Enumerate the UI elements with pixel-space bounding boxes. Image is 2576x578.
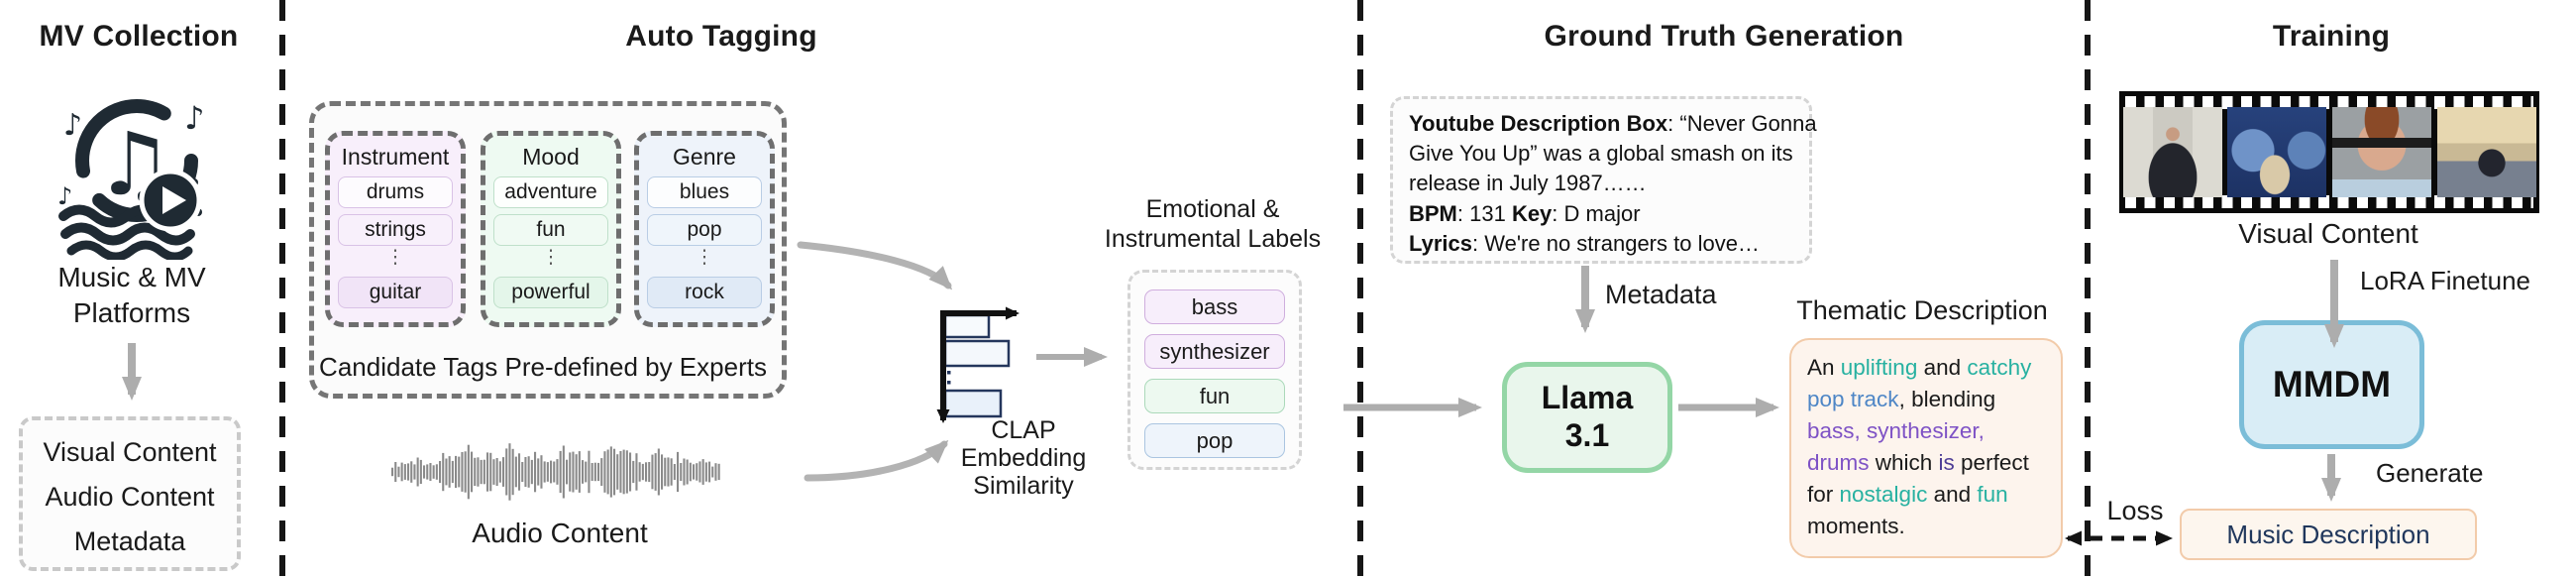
output-audio-content: Audio Content xyxy=(45,482,215,512)
thematic-line: drums which is perfect xyxy=(1807,450,2029,475)
mood-column: Mood adventure fun ⋮ powerful xyxy=(481,131,621,327)
film-strip xyxy=(2119,91,2539,213)
platform-label: Music & MV Platforms xyxy=(57,262,206,328)
genre-column-title: Genre xyxy=(673,144,736,170)
film-frame-3 xyxy=(2332,107,2431,197)
thematic-line: moments. xyxy=(1807,514,1905,538)
labels-title: Emotional & Instrumental Labels xyxy=(1104,195,1322,253)
music-note-small-icon: ♪ xyxy=(57,182,72,210)
music-platform-icon: ♫ ♪ ♪ ♪ xyxy=(57,99,204,260)
genre-column: Genre blues pop ⋮ rock xyxy=(634,131,775,327)
mmdm-model-box: MMDM xyxy=(2239,320,2424,449)
play-triangle-icon xyxy=(162,186,186,214)
tag-fun: fun xyxy=(493,214,608,246)
thematic-title: Thematic Description xyxy=(1796,295,2048,325)
tag-guitar: guitar xyxy=(338,277,453,308)
film-holes-bottom xyxy=(2125,195,2533,208)
tag-adventure: adventure xyxy=(493,176,608,208)
mv-outputs-box: Visual Content Audio Content Metadata xyxy=(19,416,241,571)
metadata-line: release in July 1987…… xyxy=(1409,171,1647,196)
waveform-icon xyxy=(391,443,720,501)
label-synthesizer: synthesizer xyxy=(1144,334,1285,369)
label-pop: pop xyxy=(1144,423,1285,458)
clap-similarity-label: CLAP Embedding Similarity xyxy=(960,416,1087,500)
tag-blues: blues xyxy=(647,176,762,208)
thematic-line: for nostalgic and fun xyxy=(1807,482,2008,507)
llama-model-box: Llama 3.1 xyxy=(1502,362,1672,473)
wave-line-icon xyxy=(60,222,195,246)
output-visual-content: Visual Content xyxy=(43,437,217,467)
thematic-line: bass, synthesizer, xyxy=(1807,418,1985,443)
visual-content-label: Visual Content xyxy=(2238,218,2418,249)
lora-finetune-label: LoRA Finetune xyxy=(2360,266,2531,295)
metadata-line: BPM: 131 Key: D major xyxy=(1409,200,1641,226)
metadata-arrow-label: Metadata xyxy=(1605,280,1717,309)
training-title: Training xyxy=(2272,20,2391,53)
ellipsis: ⋮ xyxy=(385,246,405,268)
audio-content-label: Audio Content xyxy=(472,518,648,548)
film-frame-1 xyxy=(2123,107,2222,197)
instrument-column-title: Instrument xyxy=(341,144,450,170)
ellipsis: ⋮ xyxy=(541,246,561,268)
instrument-column: Instrument drums strings ⋮ guitar xyxy=(325,131,466,327)
metadata-line: Lyrics: We're no strangers to love… xyxy=(1409,230,1760,256)
loss-label: Loss xyxy=(2106,496,2164,525)
thematic-description-box: An uplifting and catchy pop track, blend… xyxy=(1789,338,2063,558)
audio-to-clap-arrow xyxy=(804,439,949,482)
label-bass: bass xyxy=(1144,289,1285,324)
film-holes-top xyxy=(2125,96,2533,109)
ground-truth-title: Ground Truth Generation xyxy=(1544,20,1904,53)
metadata-line: Give You Up” was a global smash on its xyxy=(1409,141,1793,167)
generate-label: Generate xyxy=(2376,458,2484,488)
film-frame-2 xyxy=(2227,107,2326,197)
wave-line-icon xyxy=(66,240,193,260)
candidate-caption: Candidate Tags Pre-defined by Experts xyxy=(319,352,767,382)
bar-chart-icon xyxy=(936,306,1020,423)
tag-pop: pop xyxy=(647,214,762,246)
llama-label-line1: Llama xyxy=(1541,380,1634,415)
mood-column-title: Mood xyxy=(522,144,580,170)
metadata-box: Youtube Description Box: “Never Gonna Gi… xyxy=(1390,96,1817,264)
metadata-line: Youtube Description Box: “Never Gonna xyxy=(1409,111,1817,136)
tag-rock: rock xyxy=(647,277,762,308)
ellipsis: ⋮ xyxy=(695,246,714,268)
labels-box: bass synthesizer fun pop xyxy=(1127,270,1302,470)
music-description-box: Music Description xyxy=(2180,509,2477,560)
tag-drums: drums xyxy=(338,176,453,208)
tag-strings: strings xyxy=(338,214,453,246)
tags-to-clap-arrow xyxy=(797,241,953,290)
auto-tagging-title: Auto Tagging xyxy=(625,20,817,53)
tag-powerful: powerful xyxy=(493,277,608,308)
output-metadata: Metadata xyxy=(73,526,186,556)
mv-collection-title: MV Collection xyxy=(39,20,239,53)
thematic-line: An uplifting and catchy xyxy=(1807,355,2032,380)
label-fun: fun xyxy=(1144,379,1285,413)
thematic-line: pop track, blending xyxy=(1807,387,1996,411)
llama-label-line2: 3.1 xyxy=(1564,417,1610,453)
music-note-small-icon: ♪ xyxy=(184,99,204,137)
music-note-small-icon: ♪ xyxy=(63,108,82,143)
film-frame-4 xyxy=(2437,107,2536,197)
